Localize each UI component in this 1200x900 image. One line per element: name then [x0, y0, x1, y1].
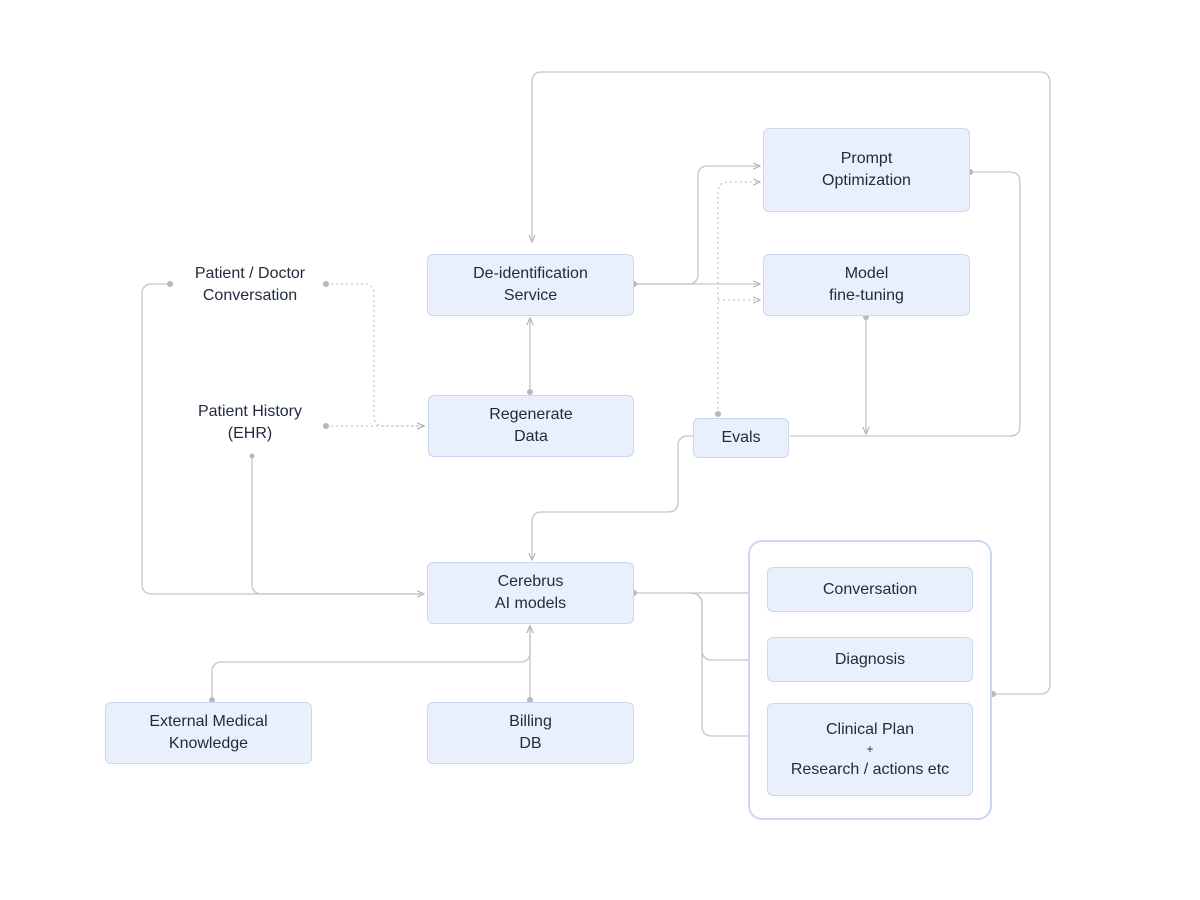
connector-group-to-deidentification: [532, 71, 1051, 695]
clinical-plan-subtitle: Research / actions etc: [790, 760, 950, 778]
diagnosis-node: Diagnosis: [767, 637, 973, 682]
billing-db-node: Billing DB: [427, 702, 634, 764]
connector-history-to-cerebrus: [251, 456, 424, 595]
connector-external-to-cerebrus: [211, 626, 530, 700]
clinical-plan-plus: +: [866, 741, 874, 756]
clinical-plan-node: Clinical Plan + Research / actions etc: [767, 703, 973, 796]
patient-doctor-conversation-label: Patient / Doctor Conversation: [194, 265, 306, 304]
connector-deidentification-to-prompt: [634, 166, 760, 285]
cerebrus-ai-models-node: Cerebrus AI models: [427, 562, 634, 624]
patient-history-label: Patient History (EHR): [197, 403, 303, 442]
evals-node: Evals: [693, 418, 789, 458]
connector-evals-to-cerebrus: [532, 435, 693, 560]
dot-patient-doctor-left: [167, 281, 173, 287]
model-fine-tuning-node: Model fine-tuning: [763, 254, 970, 316]
dot-regenerate-top: [527, 389, 533, 395]
connector-prompt-to-evals: [790, 171, 1021, 437]
prompt-optimization-node: Prompt Optimization: [763, 128, 970, 212]
dot-history-bottom: [249, 453, 255, 459]
dot-external-top: [209, 697, 215, 703]
connector-cerebrus-to-clinical: [689, 592, 748, 737]
dot-evals-top: [715, 411, 721, 417]
external-medical-knowledge-node: External Medical Knowledge: [105, 702, 312, 764]
conversation-node: Conversation: [767, 567, 973, 612]
connector-cerebrus-to-diagnosis: [689, 592, 748, 661]
clinical-plan-title: Clinical Plan: [825, 720, 915, 738]
regenerate-data-node: Regenerate Data: [428, 395, 634, 457]
dot-history-right: [323, 423, 329, 429]
dot-billing-top: [527, 697, 533, 703]
connector-patient-doctor-to-cerebrus: [141, 283, 424, 594]
deidentification-service-node: De-identification Service: [427, 254, 634, 316]
dot-patient-doctor-right: [323, 281, 329, 287]
connector-evals-to-prompt: [717, 182, 760, 414]
connector-patient-doctor-to-regenerate: [326, 283, 424, 426]
